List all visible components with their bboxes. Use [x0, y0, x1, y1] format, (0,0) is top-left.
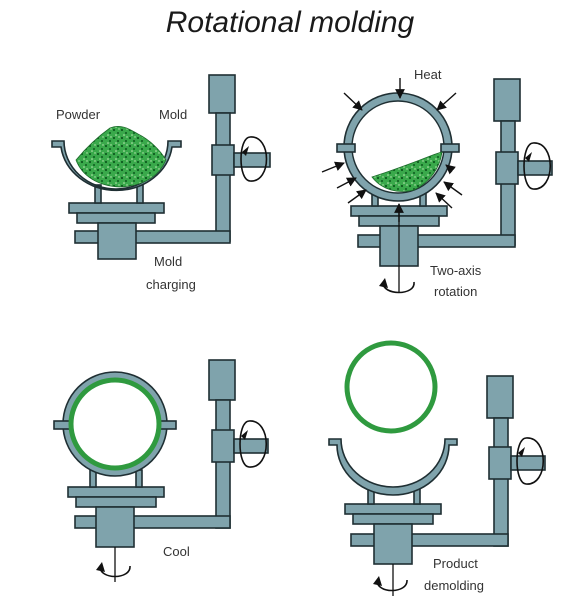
machine-base — [344, 485, 442, 565]
closed-mold — [53, 371, 177, 477]
panel-product-demolding: Product demolding — [328, 340, 546, 596]
step-label-demolding: demolding — [424, 578, 484, 593]
finished-product — [344, 340, 438, 434]
rotation-arrow-icon — [373, 576, 408, 592]
step-label-charging: charging — [146, 277, 196, 292]
rotation-arrow-icon — [239, 420, 268, 468]
mold-label: Mold — [159, 107, 187, 122]
step-label-rotation: rotation — [434, 284, 477, 299]
mold-half — [51, 140, 182, 192]
cooled-product-shell — [68, 377, 162, 471]
heat-label: Heat — [414, 67, 442, 82]
panel-cool: Cool — [53, 359, 269, 582]
machine-base — [68, 184, 165, 260]
step-label-cool: Cool — [163, 544, 190, 559]
rotation-arrow-icon — [96, 562, 131, 578]
mold-half — [328, 438, 458, 496]
panel-mold-charging: Powder Mold Mold charging — [51, 74, 271, 292]
step-label-product: Product — [433, 556, 478, 571]
machine-arm — [74, 74, 271, 244]
rotation-arrow-icon — [379, 278, 415, 294]
powder-label: Powder — [56, 107, 101, 122]
step-label-mold: Mold — [154, 254, 182, 269]
rotation-arrow-icon — [523, 142, 552, 190]
step-label-two-axis: Two-axis — [430, 263, 482, 278]
panel-heating-rotation: Heat Two-axis rotation — [321, 67, 553, 299]
rotation-arrow-icon — [240, 136, 268, 182]
molten-polymer — [371, 151, 443, 192]
diagram-title: Rotational molding — [165, 6, 415, 39]
machine-base — [67, 469, 165, 548]
powder-charge — [75, 126, 167, 188]
heat-arrow-icon — [321, 78, 463, 222]
rotation-arrow-icon — [516, 437, 545, 485]
